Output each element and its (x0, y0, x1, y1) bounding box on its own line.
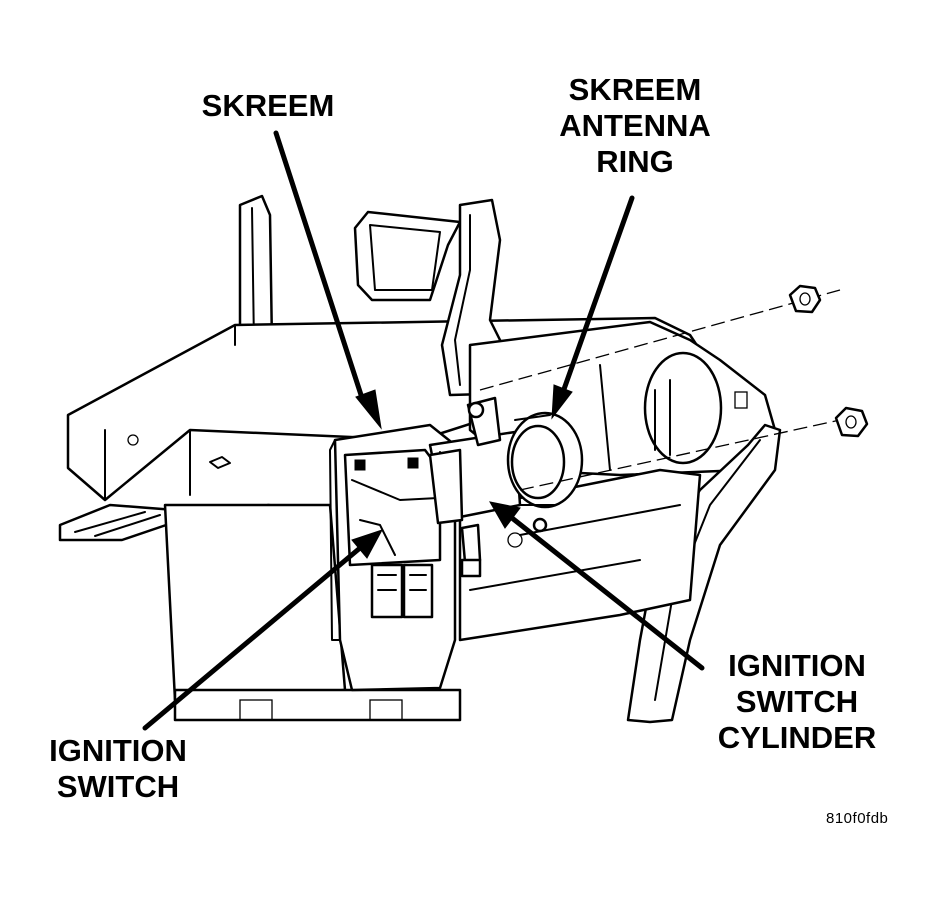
label-ignition-switch: IGNITION SWITCH (28, 733, 208, 805)
label-skreem-antenna-ring: SKREEM ANTENNA RING (540, 72, 730, 180)
column-lower-housing (458, 468, 702, 642)
arrow-ignition-switch (142, 529, 384, 731)
label-ignition-switch-line-1: IGNITION (49, 733, 187, 768)
upper-bracket (353, 210, 462, 302)
arrow-ignition-switch-cylinder (489, 501, 705, 671)
label-ignition-switch-line-2: SWITCH (56, 769, 180, 804)
hex-nuts (788, 284, 869, 438)
label-skreem-text: SKREEM (201, 88, 335, 123)
ignition-switch (329, 423, 457, 692)
label-cylinder-line-3: CYLINDER (717, 720, 877, 755)
label-antenna-ring-line-3: RING (596, 144, 674, 179)
label-antenna-ring-line-1: SKREEM (568, 72, 702, 107)
arrow-antenna-ring (551, 195, 635, 420)
figure-code: 810f0fdb (826, 810, 889, 827)
label-cylinder-line-1: IGNITION (728, 648, 866, 683)
label-skreem: SKREEM (183, 88, 353, 124)
mounting-hardware (460, 396, 548, 578)
skreem-antenna-ring (506, 411, 584, 509)
label-antenna-ring-line-2: ANTENNA (559, 108, 711, 143)
label-ignition-switch-cylinder: IGNITION SWITCH CYLINDER (702, 648, 892, 756)
label-cylinder-line-2: SWITCH (735, 684, 859, 719)
alignment-lines (479, 289, 841, 491)
leader-arrows (142, 130, 705, 731)
arrow-skreem (273, 130, 382, 430)
